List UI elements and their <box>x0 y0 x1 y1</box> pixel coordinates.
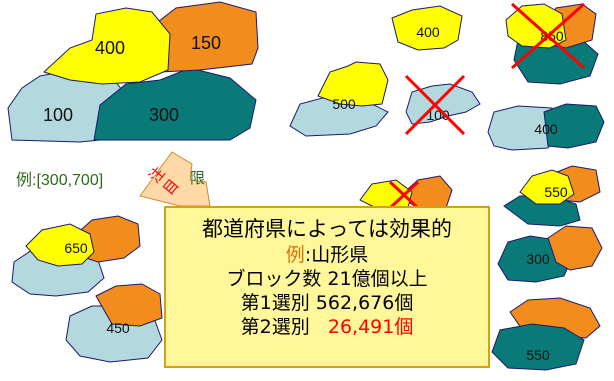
region-teal-550-bottom <box>491 323 585 371</box>
cross-mark-hidden <box>388 180 420 210</box>
label-100-right: 100 <box>426 107 450 123</box>
callout-example-suffix: :山形県 <box>304 244 369 266</box>
group-top-right: 400 850 500 100 400 <box>289 2 605 151</box>
region-orange-300 <box>547 225 603 271</box>
region-orange-450 <box>95 283 163 327</box>
group-top-left: 400 150 100 300 <box>7 1 259 143</box>
callout-example-prefix: 例 <box>285 244 305 266</box>
region-teal <box>93 67 257 141</box>
callout-line-2: 例:山形県 <box>166 243 488 267</box>
example-label: 例:[300,700] <box>16 172 104 189</box>
label-300-right: 300 <box>526 251 550 267</box>
callout-line-1: 都道府県によっては効果的 <box>202 217 452 241</box>
region-orange <box>149 1 259 73</box>
region-yellow <box>43 7 171 85</box>
region-yellow-650 <box>25 223 95 267</box>
region-teal-400 <box>543 103 605 149</box>
label-teal-300: 300 <box>149 105 179 125</box>
callout-line-5: 第2選別 26,491個 <box>166 315 488 339</box>
attention-tag: 注 目 限 <box>139 151 211 207</box>
label-550-top: 550 <box>544 184 568 200</box>
group-bottom-right: 550 300 550 <box>359 165 603 371</box>
label-yellow-400: 400 <box>95 38 125 58</box>
label-orange-150: 150 <box>191 33 221 53</box>
callout-line-4: 第1選別 562,676個 <box>240 292 414 314</box>
label-400-top: 400 <box>416 24 440 40</box>
label-500: 500 <box>332 96 356 112</box>
region-yellow-small <box>391 5 463 51</box>
label-400-bottom: 400 <box>534 121 558 137</box>
label-550-bottom: 550 <box>526 347 550 363</box>
region-yellow-500 <box>317 61 389 107</box>
callout-line5-value: 26,491個 <box>327 316 414 338</box>
callout-box: 都道府県によっては効果的 例:山形県 ブロック数 21億個以上 第1選別 562… <box>164 206 490 368</box>
callout-line-3: ブロック数 21億個以上 <box>226 268 428 290</box>
cross-mark-850 <box>511 2 585 70</box>
region-yellow-550-top <box>519 169 575 205</box>
callout-line5-prefix: 第2選別 <box>240 316 310 338</box>
group-bottom-left: 650 450 <box>11 215 163 363</box>
cross-mark-100 <box>404 74 466 136</box>
attention-tag-tail: 限 <box>190 169 205 187</box>
label-650: 650 <box>64 240 88 256</box>
label-lightblue-100: 100 <box>43 105 73 125</box>
label-450: 450 <box>106 320 130 336</box>
label-850: 850 <box>540 28 564 44</box>
